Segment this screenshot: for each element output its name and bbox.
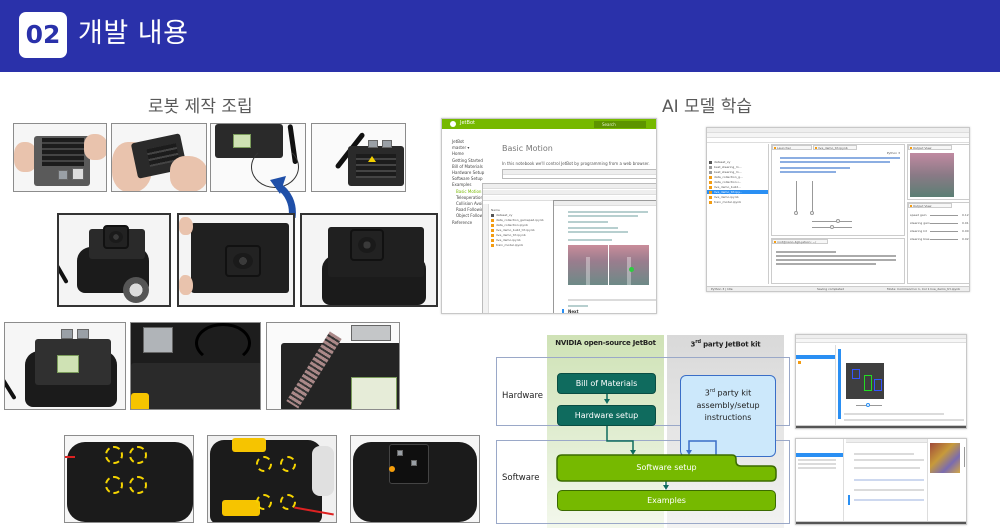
docs-sidebar-nav: JetBot master ▾ Home Getting Started Bil… — [452, 139, 507, 226]
nav-item[interactable]: Bill of Materials — [452, 163, 483, 169]
slider-value: 0.12 — [962, 213, 969, 217]
docs-search-input[interactable]: Search — [594, 120, 646, 128]
software-label: Software — [502, 473, 540, 483]
status-bar: Python 3 | Idle Saving completed Mode: C… — [707, 286, 969, 291]
file-item[interactable]: data_collection.ipynb — [491, 223, 528, 227]
photo-expansion-board-mounted — [300, 213, 438, 307]
nested-jupyter-window: Name dataset_xy data_collection_gamepad.… — [482, 183, 656, 314]
photo-jetson-heatsink — [13, 123, 107, 192]
photo-expansion-board-install — [177, 213, 295, 307]
slider-label: steering gain — [910, 221, 930, 225]
file-item[interactable]: live_demo.ipynb — [491, 238, 521, 242]
nav-item[interactable]: Object Following — [456, 213, 490, 219]
output-view-sliders: Output View speed gain 0.12 steering gai… — [907, 202, 969, 284]
hardware-label: Hardware — [502, 391, 544, 401]
software-setup-shape — [556, 454, 777, 482]
nav-item[interactable]: Getting Started — [452, 157, 483, 163]
photo-chassis-fan — [57, 213, 171, 307]
file-item[interactable]: train_model.ipynb — [491, 243, 523, 247]
third-party-kit-text: 3rd party kit assembly/setup instruction… — [696, 388, 760, 422]
blue-curved-arrow-icon — [270, 176, 296, 218]
jupyterlab-screenshot: dataset_xy best_steering_m... best_steer… — [706, 127, 970, 292]
nav-item[interactable]: Examples — [452, 182, 472, 188]
nav-item[interactable]: JetBot — [452, 139, 464, 144]
section-number-badge: 02 — [19, 12, 67, 58]
file-item[interactable]: data_collection_gamepad.ipynb — [491, 218, 544, 222]
kernel-indicator: Python 3 — [886, 151, 900, 155]
photo-chassis-wifi — [4, 322, 126, 410]
photo-chassis-holes-marked — [64, 435, 194, 523]
collision-avoidance-screenshot — [795, 438, 967, 525]
file-item[interactable]: live_demo_build_trt.ipynb — [491, 228, 535, 232]
software-setup-box: Software setup — [636, 463, 697, 472]
photo-wifi-antenna — [210, 123, 306, 192]
terminal-panel: root@nano-4gb-jetson: ~/ — [771, 238, 905, 284]
docs-page-intro: In this notebook we'll control JetBot by… — [502, 161, 650, 166]
examples-box: Examples — [557, 490, 776, 511]
notebook-panel: Next — [553, 200, 656, 314]
tab-notebook[interactable]: live_demo_trt.ipynb — [813, 145, 857, 150]
photo-motors-installed — [207, 435, 337, 523]
file-browser-panel: dataset_xy best_steering_m... best_steer… — [707, 144, 769, 284]
nav-item[interactable]: Software Setup — [452, 176, 483, 182]
arrow-kit-to-sw — [688, 440, 717, 457]
header-bar: 02 개발 내용 — [0, 0, 1000, 72]
third-party-kit-box — [680, 375, 776, 457]
nav-item[interactable]: Road Following — [456, 207, 487, 213]
nav-item[interactable]: Teleoperation — [456, 194, 484, 200]
photo-motor-driver-installed — [350, 435, 480, 523]
slider-label: steering bias — [910, 237, 930, 241]
ai-training-title: AI 모델 학습 — [662, 97, 753, 117]
photo-ports-closeup — [130, 322, 261, 410]
jetbot-logo-icon — [450, 121, 456, 127]
photo-module-insert — [111, 123, 207, 192]
docs-topbar: JetBot Search — [442, 119, 656, 129]
selected-file-item[interactable]: live_demo_trt.ipy... — [707, 190, 768, 194]
third-party-column-title: 3rd party JetBot kit — [690, 339, 761, 349]
file-item[interactable]: live_demo_trt.ipynb — [491, 233, 526, 237]
robot-assembly-title: 로봇 제작 조립 — [148, 97, 253, 117]
jetbot-docs-screenshot: JetBot Search JetBot master ▾ Home Getti… — [441, 118, 657, 314]
object-following-screenshot — [795, 334, 967, 429]
slider-value: 0.00 — [962, 229, 969, 233]
tab-launcher[interactable]: Launcher — [772, 145, 812, 150]
notebook-editor: Launcher live_demo_trt.ipynb Python 3 — [771, 144, 905, 236]
nav-item[interactable]: Reference — [452, 219, 473, 225]
slider-value: 0.02 — [962, 237, 969, 241]
tab-terminal[interactable]: root@nano-4gb-jetson: ~/ — [772, 239, 828, 244]
nav-item[interactable]: master ▾ — [452, 145, 470, 151]
page-title: 개발 내용 — [78, 18, 189, 49]
slider-value: 0.01 — [962, 221, 969, 225]
photo-gpio-wifi-closeup — [266, 322, 400, 410]
slider-label: steering kd — [910, 229, 927, 233]
nvidia-column-title: NVIDIA open-source JetBot — [555, 339, 656, 347]
software-row — [496, 440, 790, 524]
arrow-hw-to-sw — [606, 426, 634, 452]
diagram-arrows — [604, 394, 717, 490]
docs-page-title: Basic Motion — [502, 144, 553, 153]
next-button[interactable]: Next — [568, 309, 579, 314]
docs-brand: JetBot — [460, 120, 475, 126]
nav-item-active[interactable]: Basic Motion — [456, 188, 482, 194]
hardware-setup-box: Hardware setup — [557, 405, 656, 426]
file-list-header: Name — [491, 208, 500, 212]
slider-label: speed gain — [910, 213, 927, 217]
nav-item[interactable]: Hardware Setup — [452, 170, 485, 176]
jetbot-workflow-diagram: NVIDIA open-source JetBot 3rd party JetB… — [484, 335, 790, 528]
bill-of-materials-box: Bill of Materials — [557, 373, 656, 394]
file-item[interactable]: dataset_xy — [491, 213, 512, 217]
embedded-browser-strip — [502, 169, 656, 179]
photo-jetson-antenna — [311, 123, 406, 192]
output-view-camera: Output View — [907, 144, 969, 200]
nav-item[interactable]: Collision Avoidance — [456, 201, 495, 207]
nav-item[interactable]: Home — [452, 151, 464, 157]
